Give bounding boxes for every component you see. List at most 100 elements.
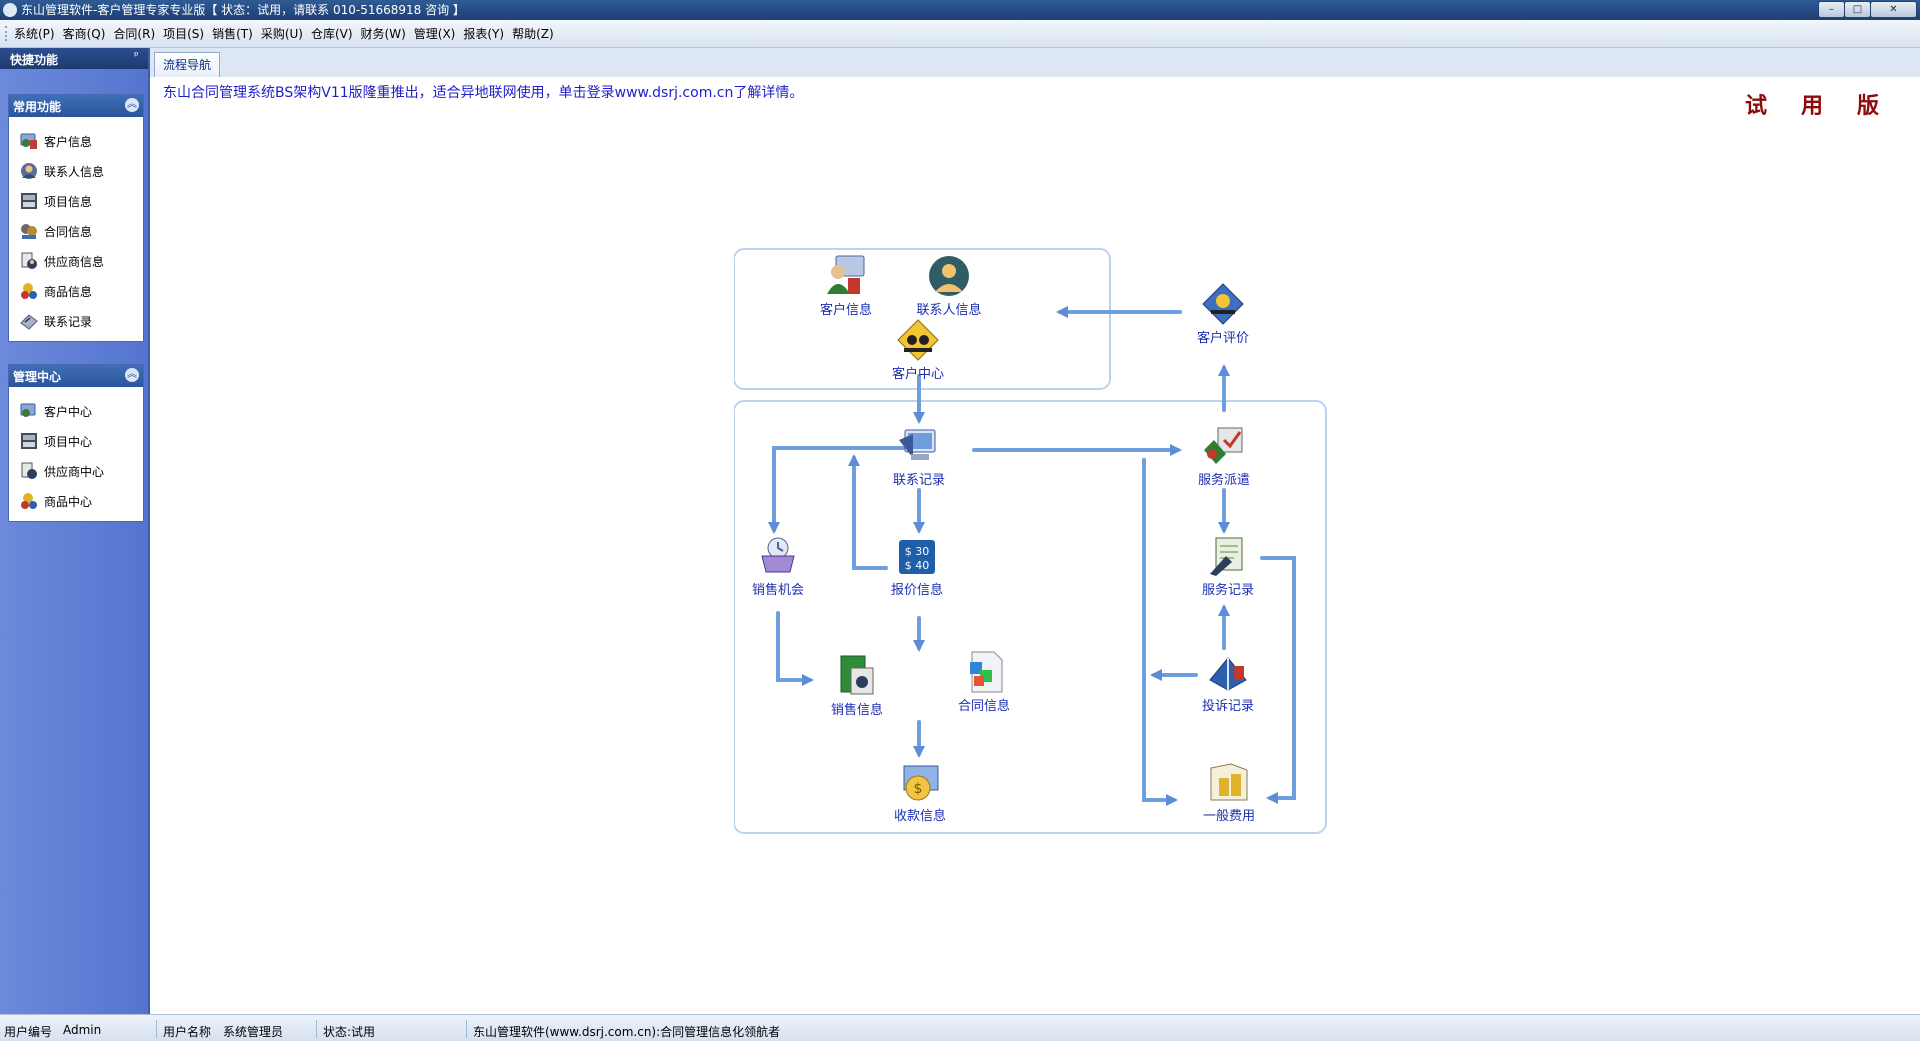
flow-node-quote-info[interactable]: $ 30$ 40 报价信息 — [867, 534, 967, 599]
tab-flow-navigation[interactable]: 流程导航 — [154, 52, 221, 77]
svg-text:$ 40: $ 40 — [905, 559, 930, 572]
menu-reports[interactable]: 报表(Y) — [463, 27, 505, 41]
flow-node-general-expense[interactable]: 一般费用 — [1179, 760, 1279, 825]
arrow-opportunity-to-sales — [776, 611, 814, 686]
payment-icon: $ — [903, 765, 939, 801]
item-label: 供应商中心 — [44, 465, 105, 479]
menu-merchant[interactable]: 客商(Q) — [62, 27, 106, 41]
customer-icon — [827, 255, 865, 294]
nav-product-center[interactable]: 商品中心 — [9, 485, 143, 515]
quick-functions-panel: 快捷功能 ᵖ 常用功能 ︽ 客户信息 联系人信息 项目信息 合同信息 — [0, 48, 150, 1014]
flow-node-contract-info[interactable]: 合同信息 — [934, 650, 1034, 715]
service-record-icon — [1210, 537, 1243, 576]
nav-customer-info[interactable]: 客户信息 — [9, 125, 143, 155]
svg-text:$: $ — [914, 781, 923, 797]
flow-node-payment-info[interactable]: $ 收款信息 — [870, 760, 970, 825]
item-label: 供应商信息 — [44, 255, 105, 269]
minimize-button[interactable]: – — [1818, 1, 1845, 18]
management-center-header[interactable]: 管理中心 ︽ — [9, 365, 143, 387]
nav-contact-record[interactable]: 联系记录 — [9, 305, 143, 335]
supplier-icon — [21, 252, 37, 269]
collapse-icon[interactable]: ︽ — [125, 98, 139, 112]
node-label: 客户评价 — [1196, 331, 1249, 346]
menu-bar: 系统(P) 客商(Q) 合同(R) 项目(S) 销售(T) 采购(U) 仓库(V… — [0, 20, 1920, 48]
menu-purchase[interactable]: 采购(U) — [260, 27, 303, 41]
node-label: 投诉记录 — [1201, 699, 1254, 714]
common-functions-header[interactable]: 常用功能 ︽ — [9, 95, 143, 117]
menu-project[interactable]: 项目(S) — [163, 27, 205, 41]
menu-help[interactable]: 帮助(Z) — [512, 27, 554, 41]
item-label: 合同信息 — [44, 225, 93, 239]
quick-functions-title: 快捷功能 — [10, 53, 59, 67]
flow-node-customer-review[interactable]: 客户评价 — [1173, 282, 1273, 347]
close-button[interactable]: ✕ — [1870, 1, 1917, 18]
window-title: 东山管理软件-客户管理专家专业版【 状态：试用，请联系 010-51668918… — [21, 3, 465, 17]
management-center-group: 管理中心 ︽ 客户中心 项目中心 供应商中心 商品中心 — [8, 364, 144, 522]
customer-center-icon — [897, 319, 939, 361]
pin-icon[interactable]: ᵖ — [134, 49, 139, 62]
menu-sales[interactable]: 销售(T) — [212, 27, 253, 41]
item-label: 客户信息 — [44, 135, 93, 149]
group-title: 管理中心 — [13, 370, 62, 384]
flow-node-contact-record[interactable]: 联系记录 — [869, 424, 969, 489]
collapse-icon[interactable]: ︽ — [125, 368, 139, 382]
flow-node-customer-center[interactable]: 客户中心 — [868, 318, 968, 383]
sales-opportunity-icon — [761, 537, 795, 573]
node-label: 报价信息 — [890, 583, 943, 598]
maximize-button[interactable]: □ — [1844, 1, 1871, 18]
node-label: 一般费用 — [1202, 809, 1255, 824]
item-label: 项目中心 — [44, 435, 93, 449]
item-label: 联系记录 — [44, 315, 93, 329]
flow-node-contact-person[interactable]: 联系人信息 — [899, 254, 999, 319]
user-name-value: 系统管理员 — [223, 1025, 284, 1039]
project-icon — [21, 193, 37, 209]
menu-grip — [5, 26, 10, 41]
flow-node-service-record[interactable]: 服务记录 — [1178, 534, 1278, 599]
flow-connectors — [734, 248, 1327, 834]
business-group-box — [734, 400, 1327, 834]
supplier-center-icon — [21, 462, 37, 479]
contact-person-icon — [929, 256, 969, 296]
menu-contract[interactable]: 合同(R) — [113, 27, 156, 41]
nav-contact-person[interactable]: 联系人信息 — [9, 155, 143, 185]
service-dispatch-icon — [1204, 427, 1243, 464]
status-separator — [466, 1020, 467, 1038]
menu-management[interactable]: 管理(X) — [413, 27, 456, 41]
node-label: 合同信息 — [957, 699, 1010, 714]
menu-items: 系统(P) 客商(Q) 合同(R) 项目(S) 销售(T) 采购(U) 仓库(V… — [10, 23, 558, 45]
flow-node-sales-info[interactable]: 销售信息 — [807, 654, 907, 719]
promo-link[interactable]: 东山合同管理系统BS架构V11版隆重推出，适合异地联网使用，单击登录www.ds… — [163, 85, 804, 101]
user-id-label: 用户编号 — [4, 1025, 53, 1039]
node-label: 销售机会 — [751, 583, 804, 598]
contact-record-icon — [20, 314, 38, 330]
item-label: 客户中心 — [44, 405, 93, 419]
node-label: 客户信息 — [819, 303, 872, 318]
flow-navigation-page — [150, 77, 1920, 1014]
user-name-label: 用户名称 — [163, 1025, 212, 1039]
nav-supplier-center[interactable]: 供应商中心 — [9, 455, 143, 485]
nav-product-info[interactable]: 商品信息 — [9, 275, 143, 305]
arrow-loop-to-opportunity — [768, 446, 908, 534]
menu-finance[interactable]: 财务(W) — [360, 27, 406, 41]
menu-warehouse[interactable]: 仓库(V) — [310, 27, 353, 41]
complaint-record-icon — [1209, 657, 1247, 691]
customer-group-box — [734, 248, 1111, 390]
flow-node-service-dispatch[interactable]: 服务派遣 — [1174, 424, 1274, 489]
flow-node-customer-info[interactable]: 客户信息 — [796, 254, 896, 319]
nav-contract-info[interactable]: 合同信息 — [9, 215, 143, 245]
flow-node-complaint-record[interactable]: 投诉记录 — [1178, 650, 1278, 715]
item-label: 商品信息 — [44, 285, 93, 299]
flow-node-sales-opportunity[interactable]: 销售机会 — [728, 534, 828, 599]
nav-customer-center[interactable]: 客户中心 — [9, 395, 143, 425]
nav-project-info[interactable]: 项目信息 — [9, 185, 143, 215]
business-flow-diagram: 客户信息 联系人信息 客户中心 客户评价 联系记录 服务派遣 销售机会 $ 30… — [734, 248, 1334, 838]
quote-icon: $ 30$ 40 — [899, 540, 935, 574]
status-bar: 用户编号 Admin 用户名称 系统管理员 状态:试用 东山管理软件(www.d… — [0, 1014, 1920, 1041]
contract-icon — [21, 224, 37, 239]
nav-supplier-info[interactable]: 供应商信息 — [9, 245, 143, 275]
menu-system[interactable]: 系统(P) — [14, 27, 55, 41]
customer-review-icon — [1202, 283, 1244, 325]
status-separator — [316, 1020, 317, 1038]
nav-project-center[interactable]: 项目中心 — [9, 425, 143, 455]
common-functions-group: 常用功能 ︽ 客户信息 联系人信息 项目信息 合同信息 供应商信息 — [8, 94, 144, 342]
